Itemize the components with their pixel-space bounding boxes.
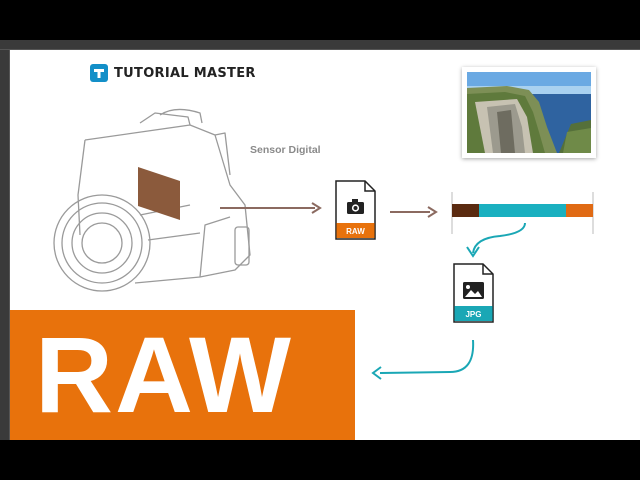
image-icon [463,282,484,299]
artboard[interactable]: TUTORIAL MASTER Sensor Digital [10,50,640,440]
jpg-file-icon[interactable]: JPG [453,263,494,323]
horizontal-ruler[interactable] [0,40,640,50]
arrow-raw-to-bar [390,207,436,217]
raw-banner-text: RAW [35,310,293,440]
color-bar [452,204,593,217]
arrow-camera-to-raw [220,203,320,213]
color-bar-segment [566,204,593,217]
landscape-photo [462,67,596,158]
vertical-ruler[interactable] [0,50,10,440]
arrow-bar-to-jpg [467,223,525,256]
jpg-file-tag: JPG [454,309,493,321]
arrow-jpg-to-banner [373,340,473,379]
color-bar-segment [452,204,479,217]
raw-banner: RAW [10,310,355,440]
raw-file-tag: RAW [336,226,375,238]
color-bar-segment [479,204,566,217]
raw-file-icon[interactable]: RAW [335,180,376,240]
